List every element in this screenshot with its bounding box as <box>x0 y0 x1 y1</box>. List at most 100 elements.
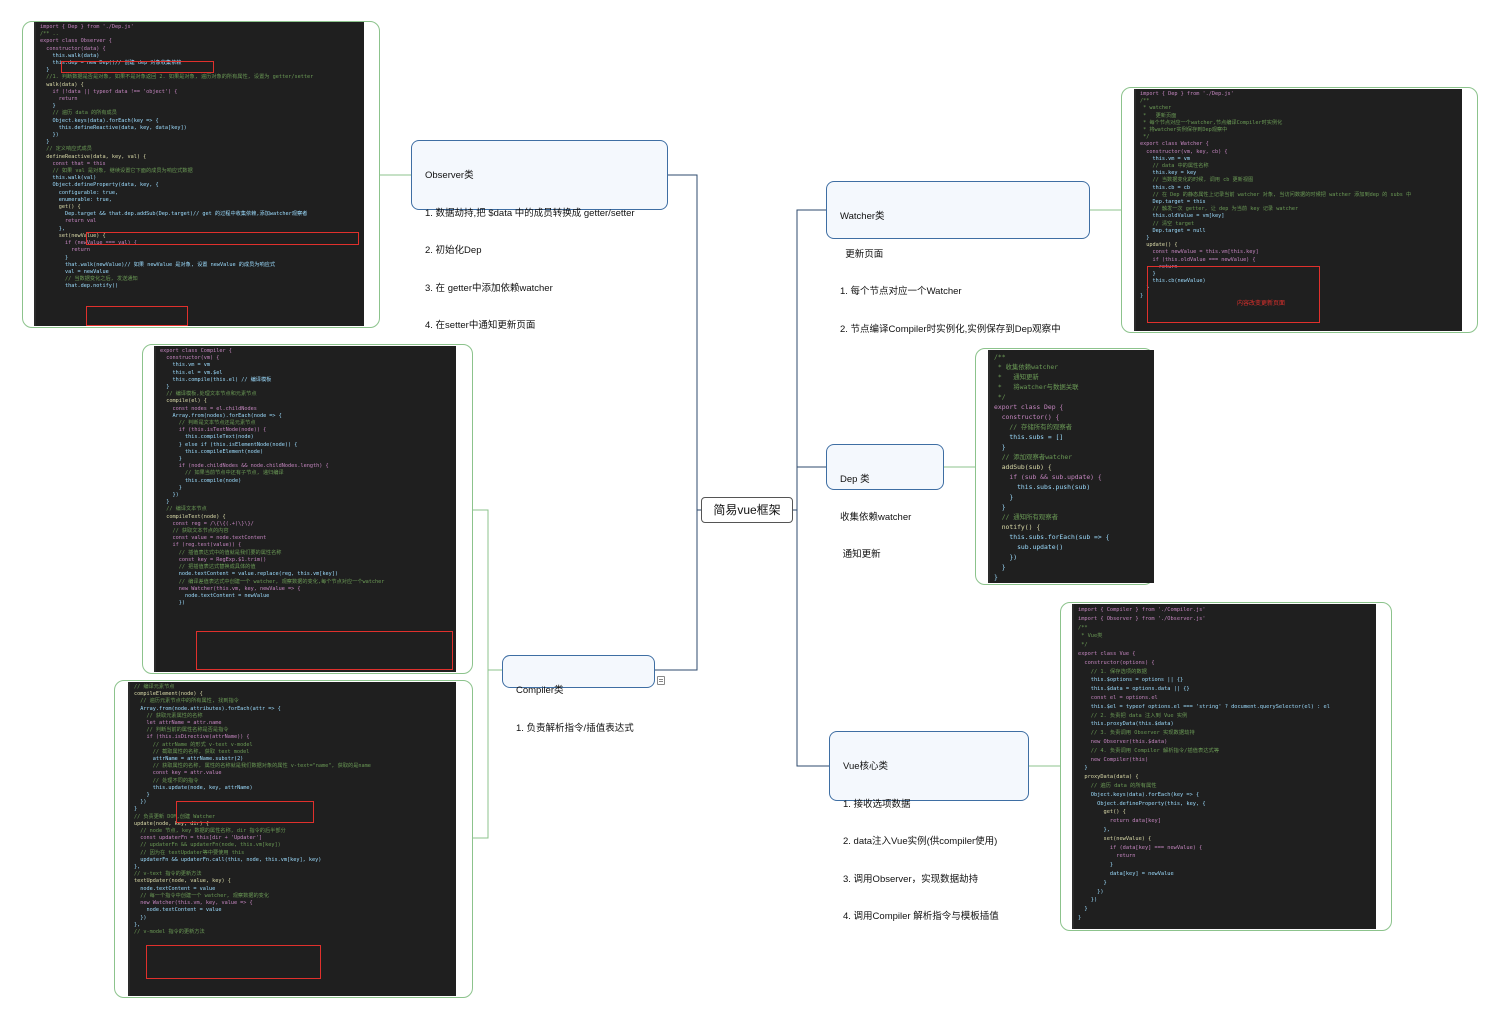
code-line: node.textContent = newValue <box>160 592 270 599</box>
code-line: return data[key] <box>1078 818 1161 825</box>
code-line: this.cb = cb <box>1140 184 1190 191</box>
code-line: compile(el) { <box>160 398 207 405</box>
code-line: } <box>40 254 69 261</box>
code-line: defineReactive(data, key, val) { <box>40 153 147 160</box>
code-line: } <box>994 573 998 581</box>
code-line: compileElement(node) { <box>134 691 203 698</box>
code-line: this.defineReactive(data, key, data[key]… <box>40 124 187 131</box>
code-line: } <box>994 563 1006 571</box>
topic-vue[interactable]: Vue核心类 1. 接收选项数据 2. data注入Vue实例(供compile… <box>829 731 1029 922</box>
code-line: constructor(vm, key, cb) { <box>1140 148 1228 155</box>
code-line: export class Dep { <box>994 403 1064 411</box>
code-line: let attrName = attr.name <box>134 720 222 727</box>
code-line: this.$data = options.data || {} <box>1078 686 1190 693</box>
topic-observer-title: Observer类 <box>425 170 474 181</box>
code-line: Array.from(node.attributes).forEach(attr… <box>134 705 281 712</box>
topic-compiler-line-1: 1. 负责解析指令/插值表达式 <box>516 722 634 734</box>
code-line: */ <box>994 393 1006 401</box>
code-line: } <box>994 503 1006 511</box>
code-line: */ <box>1140 134 1150 141</box>
code-line: // v-model 指令的更新方法 <box>134 928 205 935</box>
topic-dep[interactable]: Dep 类 收集依赖watcher 通知更新 <box>826 444 944 560</box>
topic-vue-title: Vue核心类 <box>843 761 889 772</box>
code-line: // 3. 负责调用 Observer 实现数据劫持 <box>1078 730 1195 737</box>
topic-vue-line-4: 4. 调用Compiler 解析指令与模板插值 <box>843 911 999 922</box>
code-line: /** .. <box>40 31 59 38</box>
code-line: this.el = vm.$el <box>160 369 223 376</box>
code-line: }) <box>134 799 147 806</box>
code-line: this.walk(data) <box>40 52 100 59</box>
connector-central-compiler <box>655 509 701 671</box>
code-line: configurable: true, <box>40 189 119 196</box>
code-line: new Observer(this.$data) <box>1078 738 1168 745</box>
code-line: } <box>160 456 182 463</box>
code-line: // 1. 保存选项的数据 <box>1078 668 1147 675</box>
code-line: node.textContent = value <box>134 885 216 892</box>
code-line: return <box>40 247 90 254</box>
vue-code-screenshot: import { Compiler } from './Compiler.js'… <box>1072 604 1376 929</box>
code-line: } <box>994 493 1014 501</box>
code-line: // 4. 负责调用 Compiler 解析指令/插值表达式等 <box>1078 747 1220 754</box>
code-line: proxyData(data) { <box>1078 774 1139 781</box>
code-line: // 编译模板,处理文本节点和元素节点 <box>160 391 257 398</box>
code-line: // 每一个指令中创建一个 watcher, 观察数据的变化 <box>134 892 270 899</box>
code-line: this.compileElement(node) <box>160 448 264 455</box>
code-line: this.subs = [] <box>994 433 1064 441</box>
code-line: Dep.target = this <box>1140 199 1206 206</box>
connector-central-observer <box>668 174 701 511</box>
code-line: that.walk(newValue)// 如果 newValue 是对象, 设… <box>40 261 276 268</box>
code-line: constructor(data) { <box>40 45 106 52</box>
code-line: export class Compiler { <box>160 348 232 354</box>
note-icon[interactable] <box>657 676 665 685</box>
code-line: this.dep = new Dep()// 创建 dep 对象收集依赖 <box>40 60 182 67</box>
code-line: * watcher <box>1140 105 1172 112</box>
code-line: }) <box>994 553 1018 561</box>
code-line: if (reg.test(value)) { <box>160 542 242 549</box>
code-line: } <box>134 806 138 813</box>
code-line: // 如果 val 是对象, 继续设置它下面的成员为响应式数据 <box>40 168 193 175</box>
code-line: set(newValue) { <box>1078 835 1152 842</box>
topic-compiler[interactable]: Compiler类 1. 负责解析指令/插值表达式 <box>502 655 655 734</box>
code-line: compileText(node) { <box>160 513 226 520</box>
code-line: textUpdater(node, value, key) { <box>134 878 231 885</box>
dep-code-screenshot: /** * 收集依赖watcher * 通知更新 * 将watcher与数据关联… <box>988 350 1154 583</box>
code-line: if (this.oldValue === newValue) { <box>1140 256 1256 263</box>
code-line: // 当数据变化的时候, 调用 cb 更新视图 <box>1140 177 1254 184</box>
highlight-compiler-update <box>176 801 314 823</box>
code-line: } <box>1078 879 1107 886</box>
code-line: // 判断是文本节点还是元素节点 <box>160 420 256 427</box>
code-line: // 编译文本节点 <box>160 506 207 513</box>
code-line: /** <box>1078 624 1088 631</box>
code-line: const value = node.textContent <box>160 535 267 542</box>
code-line: } <box>40 103 56 110</box>
topic-compiler-title: Compiler类 <box>516 685 564 696</box>
topic-dep-title: Dep 类 <box>840 474 870 485</box>
code-line: } <box>994 443 1006 451</box>
code-line: } <box>40 67 50 74</box>
code-line: sub.update() <box>994 543 1064 551</box>
topic-observer[interactable]: Observer类 1. 数据劫持,把 $data 中的成员转换成 getter… <box>411 140 668 331</box>
code-line: * 将watcher与数据关联 <box>994 383 1079 391</box>
code-line: this.walk(val) <box>40 175 97 182</box>
central-topic[interactable]: 简易vue框架 <box>701 497 793 523</box>
code-line: this.subs.push(sub) <box>994 483 1091 491</box>
code-line: } <box>1078 914 1082 921</box>
code-line: notify() { <box>994 523 1041 531</box>
code-line: } <box>40 139 50 146</box>
compiler-code-screenshot-top: export class Compiler { constructor(vm) … <box>154 346 456 672</box>
code-line: //1. 判断数据是否是对象, 如果不是对象返回 2. 如果是对象, 遍历对象的… <box>40 74 314 81</box>
code-line: // updaterFn && updaterFn(node, this.vm[… <box>134 842 281 849</box>
topic-watcher[interactable]: Watcher类 更新页面 1. 每个节点对应一个Watcher 2. 节点编译… <box>826 181 1090 335</box>
code-line: addSub(sub) { <box>994 463 1052 471</box>
topic-watcher-line-1: 更新页面 <box>840 248 884 260</box>
code-line: /** <box>994 353 1006 361</box>
code-line: val = newValue <box>40 268 109 275</box>
code-line: this.update(node, key, attrName) <box>134 784 253 791</box>
code-line: // attrName 的形式 v-text v-model <box>134 741 253 748</box>
code-line: } <box>1078 862 1114 869</box>
code-line: * 收集依赖watcher <box>994 363 1059 371</box>
code-line: this.cb(newValue) <box>1140 278 1206 285</box>
code-line: this.compile(this.el) // 编译模板 <box>160 376 272 383</box>
code-line: const nodes = el.childNodes <box>160 405 257 412</box>
topic-observer-line-3: 3. 在 getter中添加依赖watcher <box>425 282 553 294</box>
